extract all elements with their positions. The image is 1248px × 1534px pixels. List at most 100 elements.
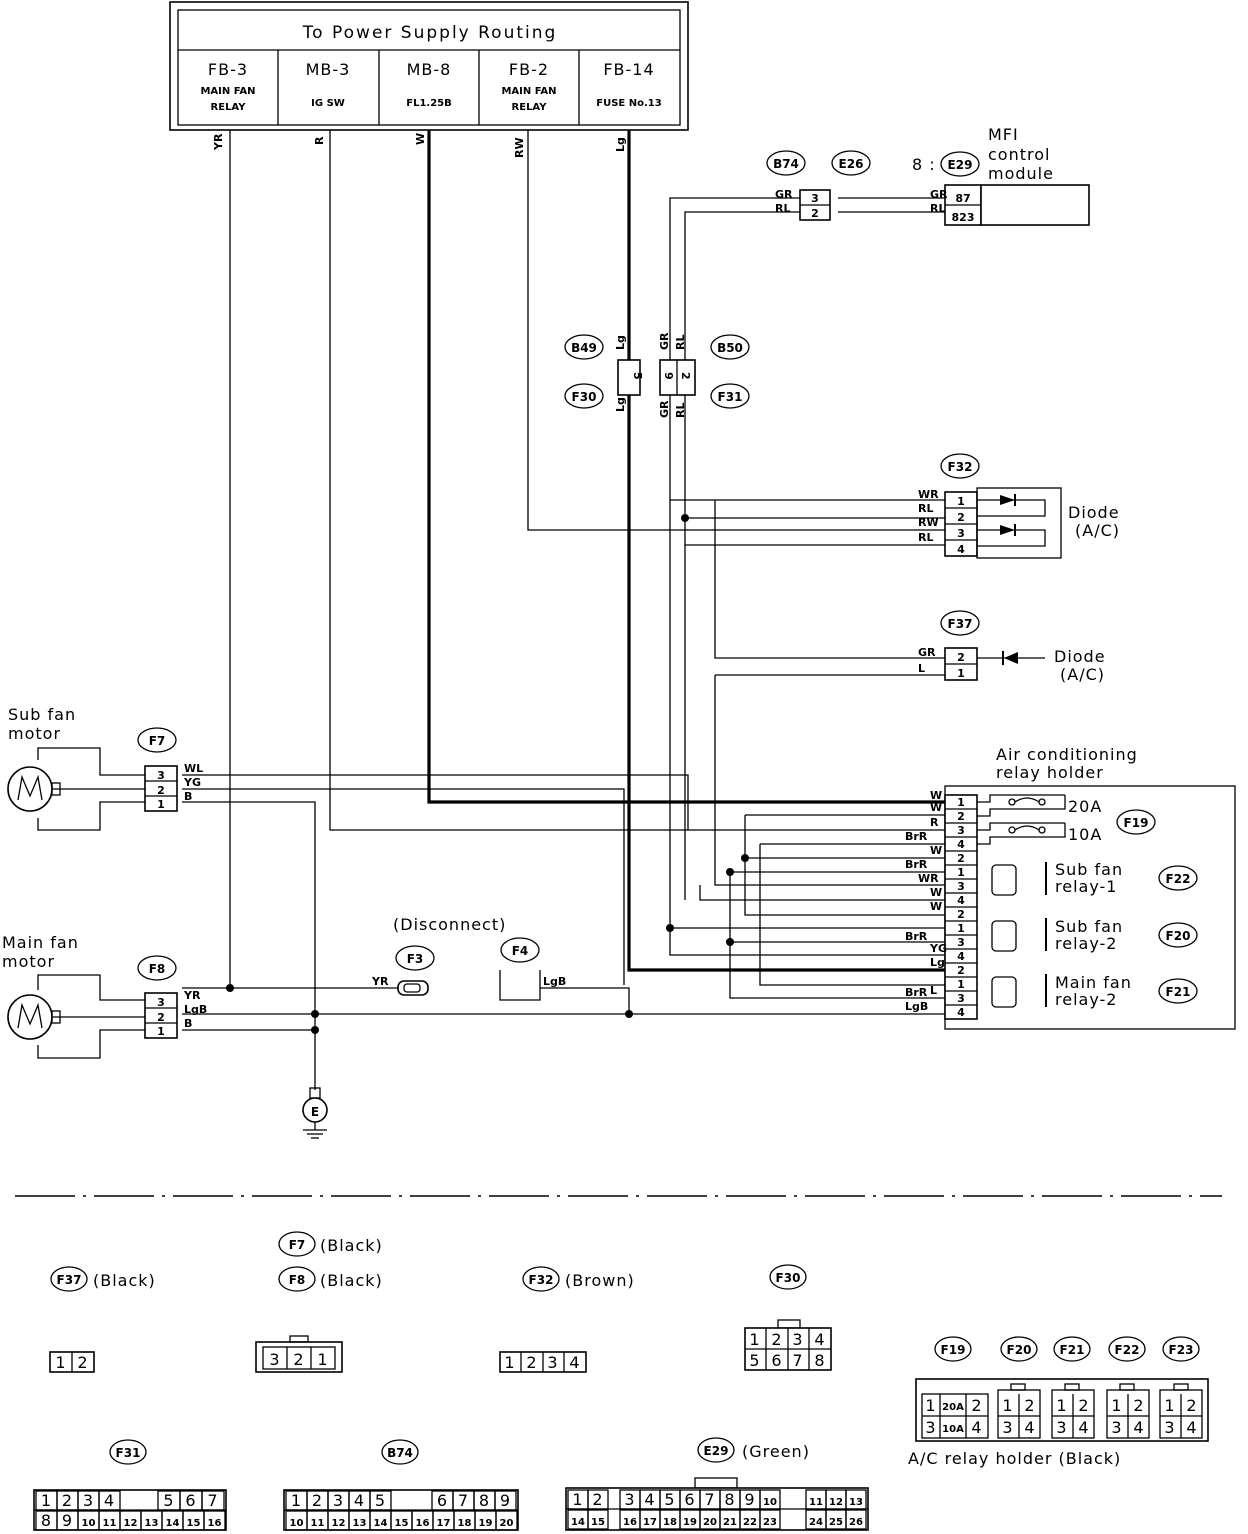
pin: 2 [679, 372, 692, 380]
pin: 14 [374, 1518, 388, 1529]
col-code: FB-2 [509, 60, 549, 79]
wire-label: GR [658, 332, 671, 350]
relay-holder-label: Air conditioning [996, 745, 1138, 764]
pin: 11 [103, 1518, 117, 1529]
wire-label: Lg [614, 397, 627, 412]
pin: 2 [957, 511, 965, 524]
diode-label: Diode [1054, 647, 1106, 666]
power-supply-routing-block: To Power Supply Routing FB-3 MAIN FAN RE… [169, 1, 689, 158]
pin: 5 [375, 1491, 386, 1510]
pin: 1 [1056, 1396, 1067, 1415]
connector-id: F20 [1166, 929, 1191, 943]
relay-name: relay-1 [1055, 877, 1117, 896]
pin: 3 [547, 1353, 558, 1372]
pin: 2 [157, 1011, 165, 1024]
pin: 4 [957, 543, 965, 556]
wire-label: R [313, 136, 326, 145]
b49-f30-connector: 5 Lg Lg B49 F30 [564, 334, 644, 412]
pin: 2 [312, 1491, 323, 1510]
wire-label: R [930, 816, 939, 829]
wire-label: RL [918, 502, 933, 515]
main-fan-relay-2: Main fan relay-2 F21 [991, 973, 1198, 1009]
pin: 11 [809, 1497, 823, 1508]
pin: 14 [571, 1517, 585, 1528]
col-sub: MAIN FAN [200, 86, 255, 97]
pin: 1 [157, 1025, 165, 1038]
connector-id: F21 [1060, 1343, 1085, 1357]
pin: 3 [957, 527, 965, 540]
connector-color: (Brown) [565, 1271, 635, 1290]
pin: 4 [104, 1491, 115, 1510]
pin: 2 [957, 810, 965, 823]
connector-id: F32 [529, 1273, 554, 1287]
fuse-amp: 20A [1068, 797, 1102, 816]
pin: 2 [957, 908, 965, 921]
pin: 13 [145, 1518, 159, 1529]
col-code: MB-3 [306, 60, 351, 79]
pin: 2 [1078, 1396, 1089, 1415]
mfi-label: MFI [988, 125, 1019, 144]
pin: 87 [955, 192, 970, 205]
connector-id: F22 [1115, 1343, 1140, 1357]
pin-cell [845, 1509, 867, 1530]
pin: 8 [814, 1351, 825, 1370]
wire-label: W [414, 133, 427, 145]
pin: 4 [957, 894, 965, 907]
pin: 2 [526, 1353, 537, 1372]
wire-label: RL [930, 202, 945, 215]
pin: 2 [771, 1330, 782, 1349]
pin: 12 [124, 1518, 138, 1529]
pin: 20A [942, 1402, 964, 1413]
pin: 1 [504, 1353, 515, 1372]
f37-face: 1 2 [49, 1351, 95, 1373]
wire-label: YG [929, 942, 947, 955]
pin: 3 [1002, 1418, 1013, 1437]
pin: 12 [829, 1497, 843, 1508]
pin: 23 [763, 1517, 777, 1528]
wire-label: Lg [930, 956, 945, 969]
connector-id: F8 [289, 1273, 306, 1287]
relay-name: relay-2 [1055, 934, 1117, 953]
pin: 13 [353, 1518, 367, 1529]
pin: 1 [55, 1353, 66, 1372]
pin-cell [98, 1490, 121, 1511]
wire-label: YG [183, 776, 201, 789]
connector-id: F37 [948, 617, 973, 631]
pin: 4 [644, 1490, 655, 1509]
ac-relay-holder-face: F19 F20 F21 F22 F23 1 20A 2 3 10A 4 [908, 1336, 1209, 1468]
pin: 17 [643, 1517, 657, 1528]
connector-id: F4 [512, 944, 529, 958]
col-sub: RELAY [211, 102, 247, 113]
power-supply-title: To Power Supply Routing [302, 23, 558, 43]
wire-label: RL [674, 335, 687, 350]
connector-id: F8 [149, 962, 166, 976]
pin-cell [203, 1510, 226, 1531]
pin: 4 [1078, 1418, 1089, 1437]
connector-color: (Green) [742, 1442, 810, 1461]
wire-label: WR [918, 488, 939, 501]
relay-coil-icon [991, 976, 1017, 1008]
disconnect-label: (Disconnect) [393, 915, 506, 934]
relay-pin-column: 1 2 3 4 2 1 3 4 2 1 3 4 2 1 3 4 [945, 796, 977, 1019]
relay-name: Sub fan [1055, 860, 1123, 879]
sub-fan-label: motor [8, 724, 61, 743]
connector-id: F19 [941, 1343, 966, 1357]
connector-id: B50 [717, 341, 743, 355]
wires [182, 130, 945, 1090]
disconnect-connectors: (Disconnect) F3 YR F4 LgB [371, 915, 566, 1001]
connector-id: B74 [387, 1446, 413, 1460]
ac-relay-holder-label: A/C relay holder (Black) [908, 1449, 1121, 1468]
pin: 4 [957, 1006, 965, 1019]
connector-id: F3 [407, 952, 424, 966]
col-sub: RELAY [512, 102, 548, 113]
wire-label: W [930, 900, 942, 913]
pin: 2 [957, 651, 965, 664]
pin: 18 [663, 1517, 677, 1528]
mfi-prefix: 8 : [912, 155, 936, 174]
diode-icon [1000, 495, 1015, 505]
relay-name: Main fan [1055, 973, 1132, 992]
pin: 3 [957, 824, 965, 837]
pin: 4 [1186, 1418, 1197, 1437]
